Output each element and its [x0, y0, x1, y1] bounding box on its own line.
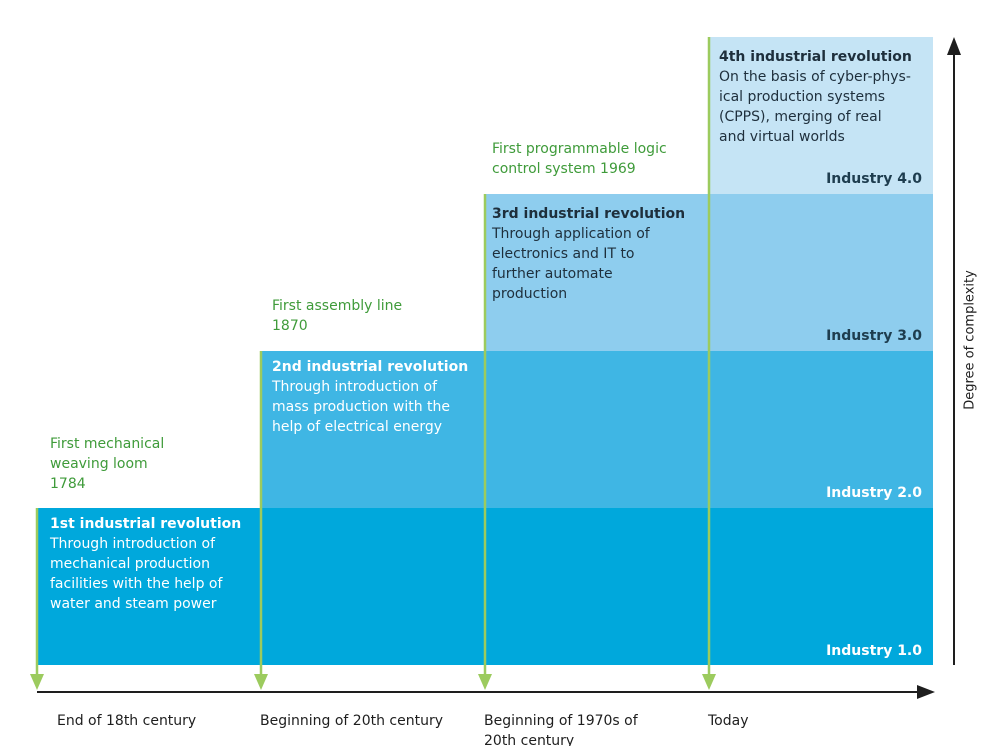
milestone-2: First assembly line 1870 — [272, 298, 403, 334]
revolution-1-title: 1st industrial revolution — [50, 516, 242, 532]
time-axis-arrow — [917, 685, 935, 699]
marker-1 — [30, 508, 44, 690]
revolution-2-desc: Through introduction of mass production … — [272, 379, 451, 435]
revolution-3-title: 3rd industrial revolution — [492, 206, 686, 222]
milestone-3: First programmable logic control system … — [492, 141, 667, 177]
revolution-4: 4th industrial revolution On the basis o… — [719, 47, 929, 147]
band-industry-2 — [261, 351, 933, 508]
complexity-axis-arrow — [947, 37, 961, 55]
revolution-3-desc: Through application of electronics and I… — [492, 226, 650, 302]
revolution-2: 2nd industrial revolution Through introd… — [272, 357, 477, 437]
revolution-3: 3rd industrial revolution Through applic… — [492, 204, 702, 304]
marker-3 — [478, 194, 492, 690]
revolution-4-title: 4th industrial revolution — [719, 49, 912, 65]
marker-2 — [254, 351, 268, 690]
era-4: Today — [708, 713, 749, 729]
revolution-1: 1st industrial revolution Through introd… — [50, 514, 255, 614]
revolution-1-desc: Through introduction of mechanical produ… — [50, 536, 223, 612]
marker-4 — [702, 37, 716, 690]
milestone-1: First mechanical weaving loom 1784 — [50, 436, 165, 492]
revolution-2-title: 2nd industrial revolution — [272, 359, 469, 375]
level-industry-3: Industry 3.0 — [826, 328, 922, 344]
level-industry-2: Industry 2.0 — [826, 485, 922, 501]
level-industry-4: Industry 4.0 — [826, 171, 922, 187]
era-2: Beginning of 20th century — [260, 713, 443, 729]
level-industry-1: Industry 1.0 — [826, 643, 922, 659]
revolution-4-desc: On the basis of cyber-phys- ical product… — [719, 69, 911, 145]
era-3: Beginning of 1970s of 20th century — [484, 713, 638, 746]
era-1: End of 18th century — [57, 713, 197, 729]
band-industry-4 — [709, 37, 933, 194]
y-axis-label: Degree of complexity — [962, 270, 978, 410]
